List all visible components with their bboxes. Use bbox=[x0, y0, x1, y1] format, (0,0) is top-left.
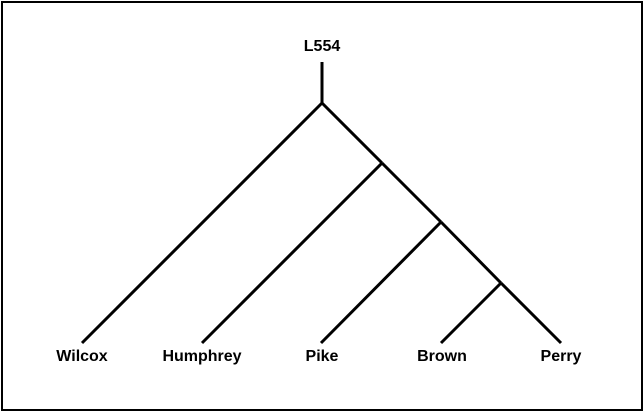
leaf-label-perry: Perry bbox=[541, 348, 582, 365]
edge-root-wilcox bbox=[80, 101, 324, 345]
leaf-label-pike: Pike bbox=[306, 348, 339, 365]
edge-node-b-pike bbox=[319, 220, 443, 345]
edge-root-node-a bbox=[320, 101, 384, 165]
edge-node-c-perry bbox=[499, 281, 563, 345]
edge-node-a-node-b bbox=[380, 161, 443, 224]
leaf-label-humphrey: Humphrey bbox=[162, 348, 241, 365]
edge-node-b-node-c bbox=[439, 220, 503, 285]
edge-node-c-brown bbox=[439, 281, 503, 345]
edge-node-a-humphrey bbox=[200, 161, 384, 345]
root-label: L554 bbox=[304, 38, 341, 55]
leaf-label-wilcox: Wilcox bbox=[56, 348, 108, 365]
leaf-label-brown: Brown bbox=[417, 348, 467, 365]
